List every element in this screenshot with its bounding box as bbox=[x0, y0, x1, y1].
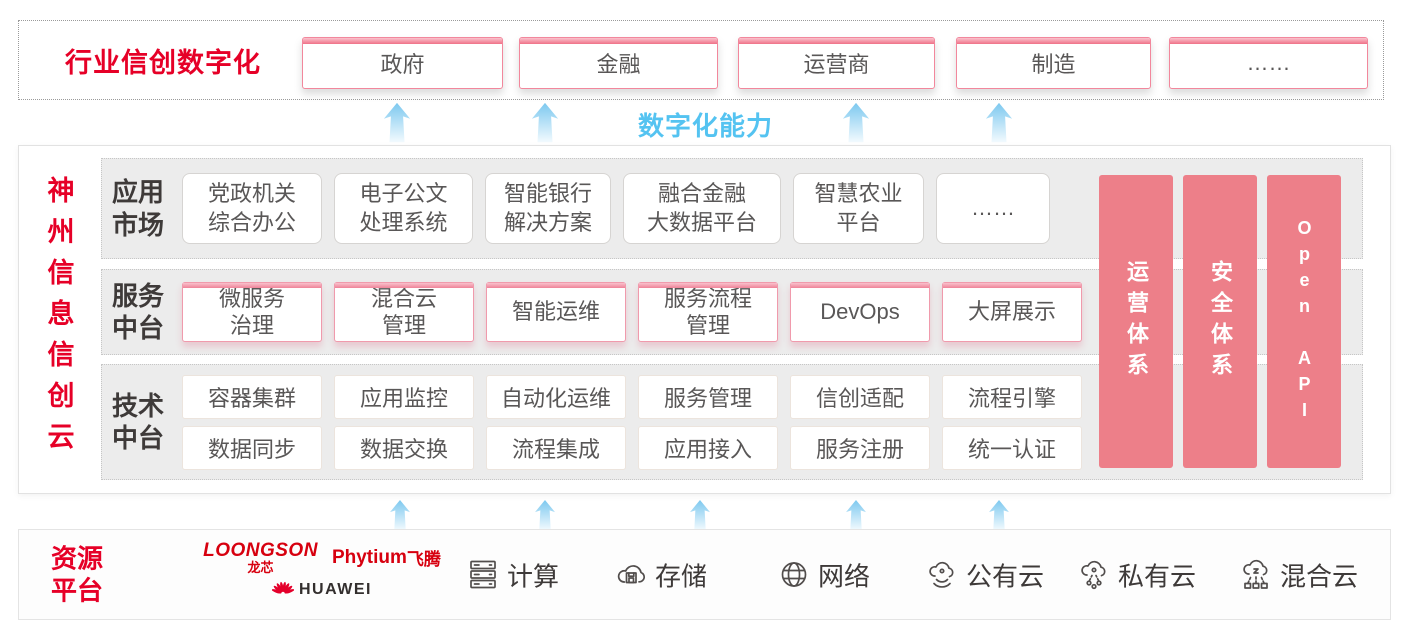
loongson-wordmark: LOONGSON bbox=[203, 540, 318, 561]
tech-box: 自动化运维 bbox=[486, 374, 626, 419]
server-icon bbox=[470, 560, 496, 589]
tech-box: 应用监控 bbox=[334, 374, 474, 419]
huawei-wordmark: HUAWEI bbox=[299, 581, 372, 598]
app-box: 电子公文 处理系统 bbox=[334, 173, 473, 244]
row-app-market: 应用 市场 党政机关 综合办公 电子公文 处理系统 智能银行 解决方案 融合金融… bbox=[101, 158, 1363, 259]
up-arrow-icon bbox=[530, 102, 560, 143]
phytium-logo: Phytium 飞腾 bbox=[332, 545, 441, 570]
service-boxes: 微服务 治理 混合云 管理 智能运维 服务流程 管理 DevOps 大屏展示 bbox=[182, 282, 1082, 342]
resource-item-label: 混合云 bbox=[1280, 561, 1359, 591]
up-arrow-icon bbox=[382, 102, 412, 143]
resource-platform-bar: 资源 平台 LOONGSON 龙芯 Phytium 飞腾 bbox=[18, 529, 1391, 620]
up-arrow-icon bbox=[841, 102, 871, 143]
private-cloud-icon bbox=[1081, 560, 1106, 590]
up-arrow-icon bbox=[532, 500, 558, 530]
public-cloud-icon bbox=[929, 561, 954, 588]
industry-box-operator: 运营商 bbox=[738, 37, 935, 89]
tech-boxes-bottom: 数据同步 数据交换 流程集成 应用接入 服务注册 统一认证 bbox=[182, 425, 1082, 470]
resource-item-private-cloud: 私有云 bbox=[1077, 556, 1196, 593]
resource-item-network: 网络 bbox=[777, 556, 870, 593]
vendor-logos: LOONGSON 龙芯 Phytium 飞腾 bbox=[191, 541, 453, 601]
app-market-boxes: 党政机关 综合办公 电子公文 处理系统 智能银行 解决方案 融合金融 大数据平台… bbox=[182, 173, 1082, 244]
resource-item-label: 私有云 bbox=[1118, 561, 1197, 591]
resource-item-label: 网络 bbox=[818, 561, 871, 591]
tech-box: 统一认证 bbox=[942, 425, 1082, 470]
industry-box-finance: 金融 bbox=[519, 37, 718, 89]
tech-box: 数据同步 bbox=[182, 425, 322, 470]
app-box: 智能银行 解决方案 bbox=[485, 173, 611, 244]
pillar-security: 安全体系 bbox=[1183, 175, 1257, 468]
service-box: 混合云 管理 bbox=[334, 282, 474, 342]
huawei-logo: HUAWEI bbox=[272, 579, 372, 601]
industry-box-government: 政府 bbox=[302, 37, 503, 89]
row-label-app-market: 应用 市场 bbox=[112, 177, 165, 240]
platform-title: 神州信息信创云 bbox=[43, 176, 74, 463]
resource-item-label: 存储 bbox=[655, 561, 708, 591]
industry-band: 行业信创数字化 政府 金融 运营商 制造 …… bbox=[18, 20, 1384, 100]
resource-item-public-cloud: 公有云 bbox=[925, 556, 1044, 593]
loongson-logo: LOONGSON 龙芯 bbox=[203, 541, 318, 574]
tech-box: 信创适配 bbox=[790, 374, 930, 419]
app-box: 智慧农业 平台 bbox=[793, 173, 924, 244]
row-service-platform: 服务 中台 微服务 治理 混合云 管理 智能运维 服务流程 管理 DevOps … bbox=[101, 269, 1363, 355]
loongson-chinese: 龙芯 bbox=[247, 560, 274, 575]
tech-box: 容器集群 bbox=[182, 374, 322, 419]
tech-box: 服务管理 bbox=[638, 374, 778, 419]
capability-label: 数字化能力 bbox=[638, 111, 774, 141]
platform-container: 神州信息信创云 应用 市场 党政机关 综合办公 电子公文 处理系统 智能银行 解… bbox=[18, 145, 1391, 494]
industry-band-title: 行业信创数字化 bbox=[65, 47, 261, 78]
service-box: DevOps bbox=[790, 282, 930, 342]
pillar-open-api: Open API bbox=[1267, 175, 1341, 468]
tech-box: 应用接入 bbox=[638, 425, 778, 470]
app-box: 党政机关 综合办公 bbox=[182, 173, 322, 244]
industry-box-label: 运营商 bbox=[803, 52, 870, 77]
huawei-flower-icon bbox=[272, 581, 294, 594]
industry-box-manufacturing: 制造 bbox=[956, 37, 1151, 89]
app-box-more: …… bbox=[936, 173, 1050, 244]
tech-boxes-top: 容器集群 应用监控 自动化运维 服务管理 信创适配 流程引擎 bbox=[182, 374, 1082, 419]
row-tech-platform: 技术 中台 容器集群 应用监控 自动化运维 服务管理 信创适配 流程引擎 数据同… bbox=[101, 364, 1363, 480]
tech-box: 流程引擎 bbox=[942, 374, 1082, 419]
resource-item-hybrid-cloud: 混合云 bbox=[1239, 556, 1358, 593]
industry-box-label: 制造 bbox=[1031, 52, 1076, 77]
up-arrow-icon bbox=[387, 500, 413, 530]
service-box: 服务流程 管理 bbox=[638, 282, 778, 342]
tech-box: 服务注册 bbox=[790, 425, 930, 470]
tech-box: 数据交换 bbox=[334, 425, 474, 470]
industry-box-label: 政府 bbox=[380, 52, 425, 77]
service-box: 大屏展示 bbox=[942, 282, 1082, 342]
phytium-chinese: 飞腾 bbox=[406, 550, 441, 569]
network-icon bbox=[781, 562, 807, 587]
industry-box-label: …… bbox=[1246, 50, 1291, 75]
up-arrow-icon bbox=[986, 500, 1012, 530]
row-label-tech-platform: 技术 中台 bbox=[112, 390, 165, 454]
service-box: 微服务 治理 bbox=[182, 282, 322, 342]
row-label-service-platform: 服务 中台 bbox=[112, 280, 165, 344]
hybrid-cloud-icon bbox=[1243, 559, 1268, 589]
pillar-operations: 运营体系 bbox=[1099, 175, 1173, 468]
up-arrow-icon bbox=[687, 500, 713, 530]
tech-boxes: 容器集群 应用监控 自动化运维 服务管理 信创适配 流程引擎 数据同步 数据交换… bbox=[182, 374, 1082, 470]
up-arrow-icon bbox=[843, 500, 869, 530]
industry-box-label: 金融 bbox=[596, 52, 641, 77]
resource-item-storage: 存储 bbox=[614, 556, 707, 593]
industry-box-more: …… bbox=[1169, 37, 1368, 89]
phytium-wordmark: Phytium bbox=[331, 546, 407, 568]
storage-icon bbox=[617, 565, 645, 584]
tech-box: 流程集成 bbox=[486, 425, 626, 470]
resource-item-compute: 计算 bbox=[466, 556, 559, 593]
up-arrow-icon bbox=[984, 102, 1014, 143]
service-box: 智能运维 bbox=[486, 282, 626, 342]
resource-platform-label: 资源 平台 bbox=[51, 543, 104, 606]
resource-item-label: 公有云 bbox=[966, 561, 1045, 591]
resource-item-label: 计算 bbox=[507, 561, 560, 591]
app-box: 融合金融 大数据平台 bbox=[623, 173, 781, 244]
